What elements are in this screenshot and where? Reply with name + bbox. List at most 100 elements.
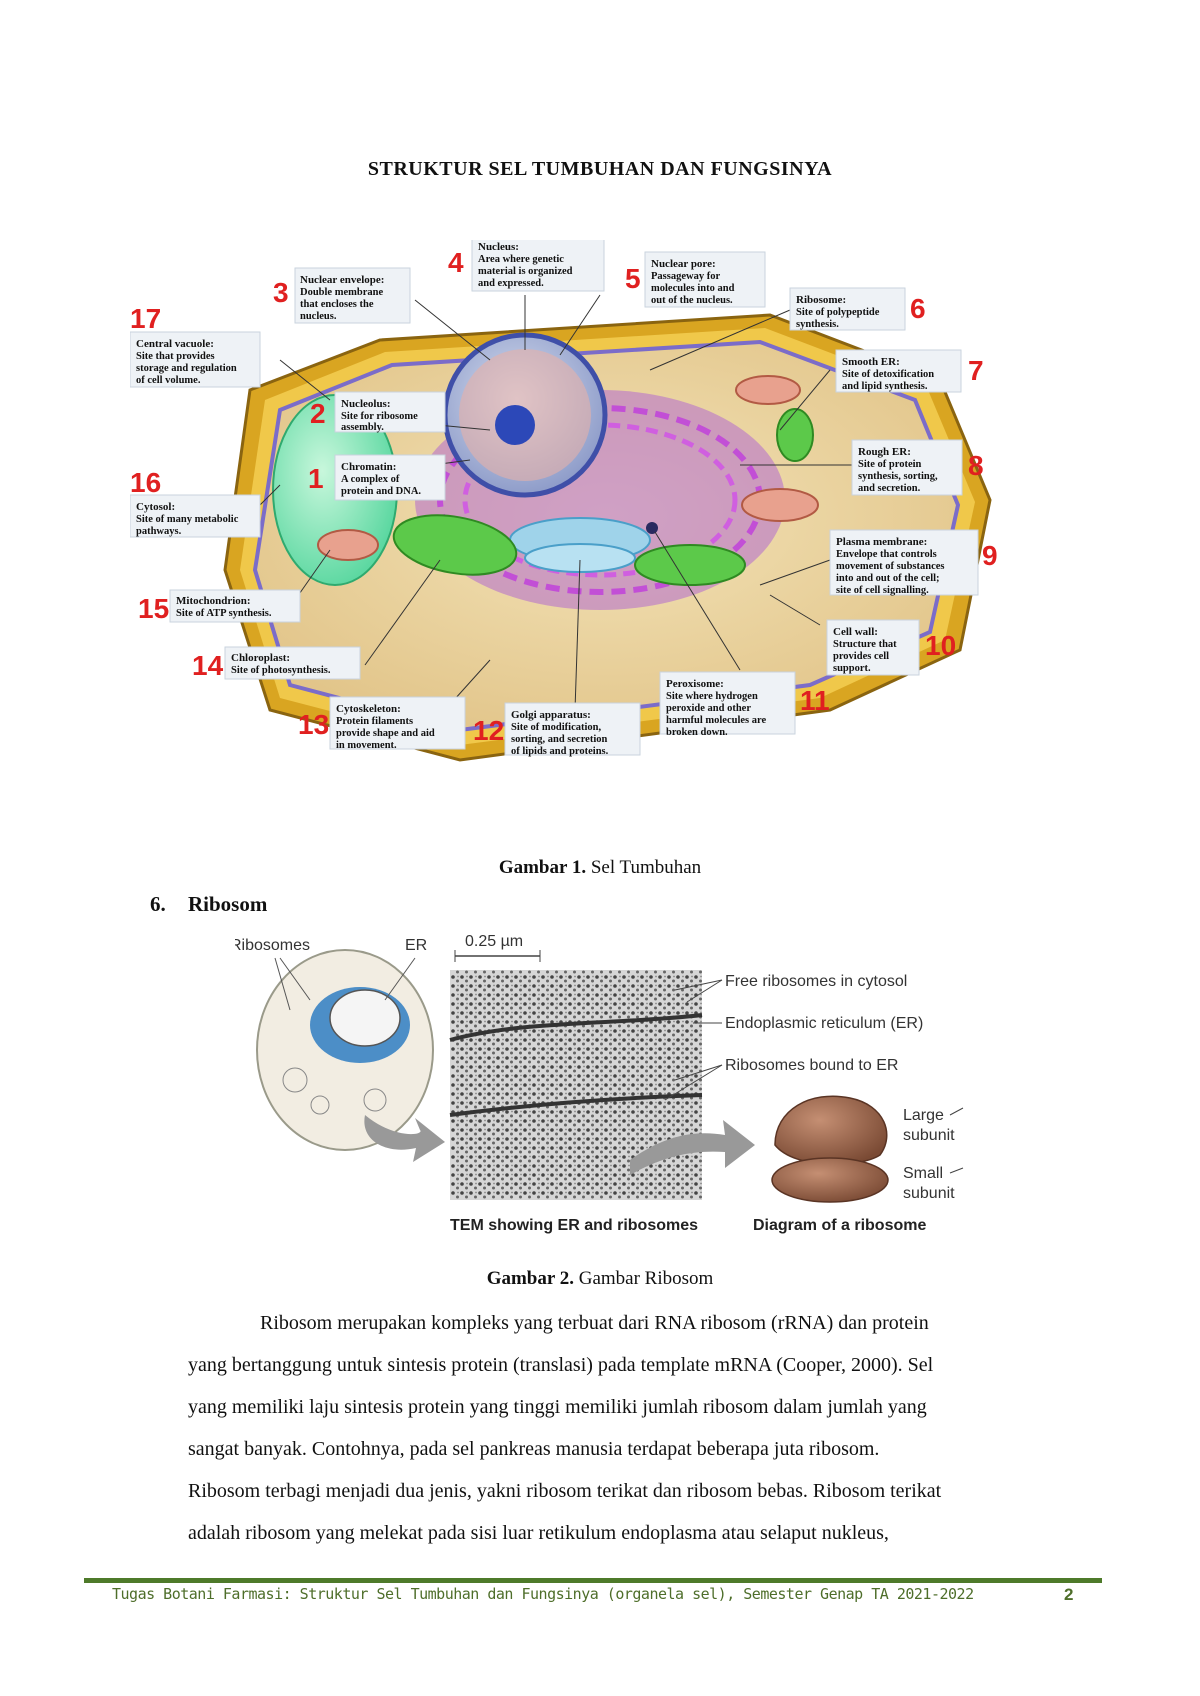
er-full-label: Endoplasmic reticulum (ER) [725, 1015, 923, 1032]
svg-text:protein and DNA.: protein and DNA. [341, 486, 421, 497]
label-ribosome: 6 Ribosome: Site of polypeptide synthesi… [789, 287, 926, 331]
svg-text:of cell volume.: of cell volume. [136, 375, 201, 386]
svg-text:Cytosol:: Cytosol: [136, 501, 175, 513]
svg-text:molecules into and: molecules into and [651, 283, 735, 294]
paragraph-line: sangat banyak. Contohnya, pada sel pankr… [188, 1438, 880, 1460]
svg-text:Nucleolus:: Nucleolus: [341, 398, 391, 410]
paragraph-line: Ribosom merupakan kompleks yang terbuat … [260, 1312, 929, 1334]
svg-text:peroxide and other: peroxide and other [666, 703, 751, 714]
svg-text:Site of detoxification: Site of detoxification [842, 369, 934, 380]
svg-text:of lipids and proteins.: of lipids and proteins. [511, 746, 609, 757]
svg-text:Chloroplast:: Chloroplast: [231, 652, 290, 664]
scale-label: 0.25 µm [465, 933, 523, 950]
label-nuclear-pore: 5 Nuclear pore: Passageway for molecules… [625, 251, 766, 308]
label-golgi: 12 Golgi apparatus: Site of modification… [473, 702, 641, 757]
svg-text:movement of substances: movement of substances [836, 561, 945, 572]
svg-text:sorting, and secretion: sorting, and secretion [511, 734, 608, 745]
svg-text:Site for ribosome: Site for ribosome [341, 411, 418, 422]
label-nucleolus: 2 Nucleolus: Site for ribosome assembly. [310, 391, 446, 433]
tem-image [450, 970, 702, 1200]
svg-text:6: 6 [910, 293, 926, 324]
large-subunit-label-2: subunit [903, 1127, 955, 1144]
paragraph-line: yang memiliki laju sintesis protein yang… [188, 1396, 927, 1418]
arrow-to-diagram [630, 1120, 755, 1175]
figure2-caption-text: Gambar Ribosom [573, 1268, 714, 1289]
svg-text:16: 16 [130, 467, 161, 498]
svg-text:pathways.: pathways. [136, 526, 182, 537]
plant-cell-figure: 1 Chromatin: A complex of protein and DN… [130, 240, 998, 762]
svg-text:Peroxisome:: Peroxisome: [666, 678, 724, 690]
bound-ribosomes-label: Ribosomes bound to ER [725, 1057, 898, 1074]
svg-text:17: 17 [130, 303, 161, 334]
svg-text:3: 3 [273, 277, 289, 308]
paragraph-line: Ribosom terbagi menjadi dua jenis, yakni… [188, 1480, 942, 1502]
svg-text:in movement.: in movement. [336, 740, 397, 751]
peroxisome-shape [646, 522, 658, 534]
svg-text:Site that provides: Site that provides [136, 351, 215, 362]
label-nucleus: 4 Nucleus: Area where genetic material i… [448, 240, 605, 292]
svg-text:Site of many metabolic: Site of many metabolic [136, 514, 239, 525]
label-cell-wall: 10 Cell wall: Structure that provides ce… [826, 619, 956, 676]
svg-text:Site of photosynthesis.: Site of photosynthesis. [231, 665, 331, 676]
svg-text:Area where genetic: Area where genetic [478, 254, 564, 265]
svg-text:Mitochondrion:: Mitochondrion: [176, 595, 251, 607]
svg-text:Nuclear pore:: Nuclear pore: [651, 258, 716, 270]
figure2-caption: Gambar 2. Gambar Ribosom [0, 1268, 1200, 1290]
arrow-to-tem [364, 1115, 445, 1162]
page-number: 2 [1064, 1585, 1074, 1604]
svg-text:Envelope that controls: Envelope that controls [836, 549, 937, 560]
svg-text:1: 1 [308, 463, 324, 494]
svg-text:Passageway for: Passageway for [651, 271, 720, 282]
svg-text:Central vacuole:: Central vacuole: [136, 338, 214, 350]
svg-text:12: 12 [473, 715, 504, 746]
label-cytosol: 16 Cytosol: Site of many metabolic pathw… [130, 467, 261, 538]
svg-text:nucleus.: nucleus. [300, 311, 337, 322]
svg-text:Rough ER:: Rough ER: [858, 446, 911, 458]
svg-text:synthesis.: synthesis. [796, 319, 839, 330]
diagram-caption: Diagram of a ribosome [753, 1217, 926, 1234]
svg-text:15: 15 [138, 593, 169, 624]
section-heading: 6.Ribosom [150, 892, 267, 917]
svg-text:Site of polypeptide: Site of polypeptide [796, 307, 880, 318]
ribosomes-label: Ribosomes [235, 937, 310, 954]
small-subunit-label-2: subunit [903, 1185, 955, 1202]
svg-text:10: 10 [925, 630, 956, 661]
svg-text:Site where hydrogen: Site where hydrogen [666, 691, 758, 702]
svg-text:13: 13 [298, 709, 329, 740]
svg-text:into and out of the cell;: into and out of the cell; [836, 573, 940, 584]
svg-text:provide shape and aid: provide shape and aid [336, 728, 435, 739]
svg-text:9: 9 [982, 540, 998, 571]
svg-text:2: 2 [310, 398, 326, 429]
svg-text:Cell wall:: Cell wall: [833, 626, 878, 638]
page-title: STRUKTUR SEL TUMBUHAN DAN FUNGSINYA [367, 158, 833, 180]
svg-text:Nucleus:: Nucleus: [478, 241, 519, 253]
svg-text:Nuclear envelope:: Nuclear envelope: [300, 274, 384, 286]
svg-text:provides cell: provides cell [833, 651, 889, 662]
svg-text:5: 5 [625, 263, 641, 294]
figure1-caption-text: Sel Tumbuhan [586, 857, 702, 878]
svg-text:material is organized: material is organized [478, 266, 573, 277]
svg-text:and expressed.: and expressed. [478, 278, 544, 289]
svg-text:that encloses the: that encloses the [300, 299, 374, 310]
svg-text:Cytoskeleton:: Cytoskeleton: [336, 703, 401, 715]
chloroplast-shape [392, 514, 518, 576]
label-chloroplast: 14 Chloroplast: Site of photosynthesis. [192, 646, 361, 681]
large-subunit-label-1: Large [903, 1107, 944, 1124]
label-nuclear-envelope: 3 Nuclear envelope: Double membrane that… [273, 267, 411, 324]
label-chromatin: 1 Chromatin: A complex of protein and DN… [308, 454, 446, 501]
svg-text:Site of modification,: Site of modification, [511, 722, 601, 733]
label-plasma-membrane: 9 Plasma membrane: Envelope that control… [829, 529, 998, 596]
small-subunit-label-1: Small [903, 1165, 943, 1182]
figure1-caption: Gambar 1. Sel Tumbuhan [0, 857, 1200, 879]
paragraph-line: adalah ribosom yang melekat pada sisi lu… [188, 1522, 889, 1544]
svg-text:Ribosome:: Ribosome: [796, 294, 846, 306]
label-peroxisome: 11 Peroxisome: Site where hydrogen perox… [659, 671, 830, 738]
svg-text:Plasma membrane:: Plasma membrane: [836, 536, 927, 548]
svg-text:harmful molecules are: harmful molecules are [666, 715, 766, 726]
svg-text:A complex of: A complex of [341, 474, 400, 485]
svg-text:and lipid synthesis.: and lipid synthesis. [842, 381, 928, 392]
section-title: Ribosom [188, 892, 268, 916]
label-smooth-er: 7 Smooth ER: Site of detoxification and … [835, 349, 984, 393]
label-central-vacuole: 17 Central vacuole: Site that provides s… [130, 303, 261, 388]
svg-text:11: 11 [800, 685, 830, 716]
